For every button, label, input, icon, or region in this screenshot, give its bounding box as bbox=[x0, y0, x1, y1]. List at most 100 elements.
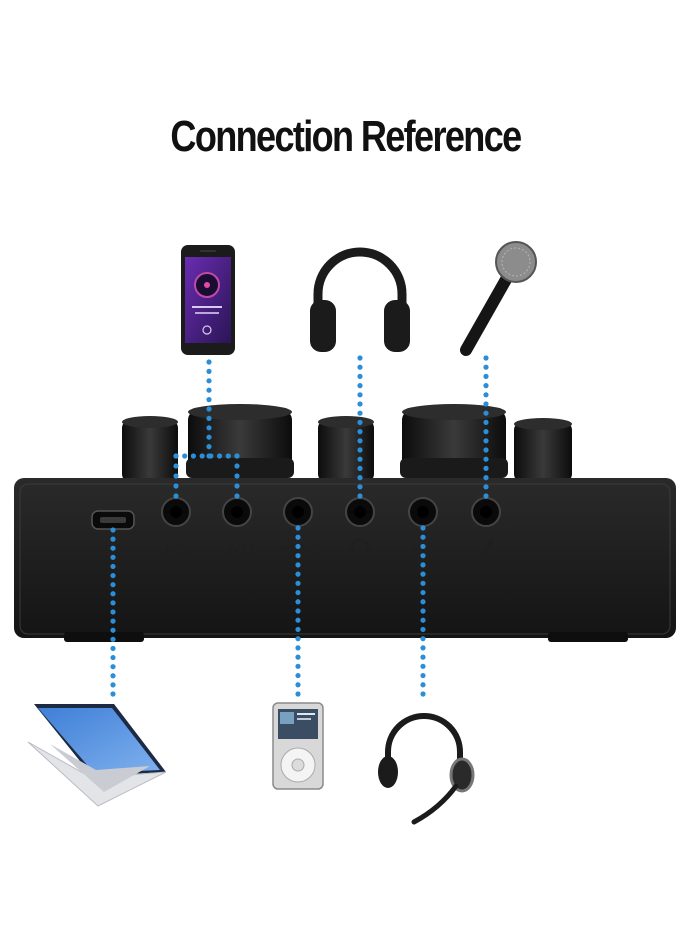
microphone-to-jack-dot bbox=[483, 419, 489, 425]
laptop-to-dc-dot bbox=[110, 545, 116, 551]
phone-to-live-dot bbox=[173, 483, 179, 489]
headphones-to-jack-dot bbox=[357, 355, 363, 361]
mp3-to-music-dot bbox=[295, 589, 301, 596]
mp3-to-music-dot bbox=[295, 645, 301, 651]
mp3-to-music-dot bbox=[295, 599, 301, 605]
headphones-icon bbox=[310, 247, 410, 352]
headset-to-mic-dot bbox=[420, 589, 426, 596]
phone-to-live-dot bbox=[206, 368, 212, 374]
live1-jack[interactable] bbox=[161, 497, 191, 527]
phone-to-live-dot bbox=[206, 397, 212, 403]
phone-to-live-dot bbox=[206, 406, 212, 412]
phone-to-live-dot bbox=[225, 453, 231, 459]
microphone-to-jack-dot bbox=[483, 484, 489, 490]
phone-to-live-dot bbox=[234, 463, 240, 469]
microphone-to-jack-dot bbox=[483, 447, 489, 453]
headphones-to-jack-dot bbox=[357, 364, 363, 370]
microphone-to-jack-dot bbox=[483, 373, 489, 379]
headset-to-mic-dot bbox=[420, 645, 426, 651]
mp3-to-music-dot bbox=[295, 672, 301, 679]
phone-to-live-dot bbox=[206, 359, 212, 365]
sound-card-body bbox=[14, 478, 676, 642]
phone-to-live-dot bbox=[173, 473, 179, 479]
microphone-to-jack-dot bbox=[483, 410, 489, 416]
headset-to-mic-dot bbox=[420, 525, 426, 531]
laptop-to-dc-dot bbox=[110, 618, 116, 624]
microphone-to-jack-dot bbox=[483, 429, 489, 435]
handheld-microphone-icon bbox=[460, 241, 537, 356]
laptop-to-dc-dot bbox=[110, 536, 116, 542]
microphone-to-jack-dot bbox=[483, 392, 489, 398]
live2-jack[interactable] bbox=[222, 497, 252, 527]
mp3-to-music-dot bbox=[295, 663, 301, 669]
headset-to-mic-dot bbox=[420, 543, 426, 550]
knob-live-volume[interactable] bbox=[186, 404, 294, 478]
mp3-to-music-dot bbox=[295, 525, 301, 531]
page-title: Connection Reference bbox=[170, 112, 522, 161]
headphone-jack[interactable] bbox=[345, 497, 375, 527]
headphones-to-jack-dot bbox=[357, 410, 363, 416]
headset-to-mic-dot bbox=[420, 534, 426, 540]
mp3-to-music-dot bbox=[295, 553, 301, 559]
phone-to-live-dot bbox=[234, 453, 240, 459]
phone-to-live-dot bbox=[190, 453, 197, 459]
phone-to-live-dot bbox=[173, 493, 179, 499]
mic-port-icon bbox=[480, 540, 494, 557]
smartphone-icon bbox=[181, 245, 235, 355]
headset-to-mic-dot bbox=[420, 691, 426, 697]
dc-port[interactable] bbox=[91, 510, 135, 530]
connector-lines bbox=[110, 355, 489, 697]
phone-to-live-dot bbox=[206, 425, 212, 431]
laptop-to-dc-dot bbox=[110, 582, 116, 588]
headset-to-mic-dot bbox=[420, 626, 426, 633]
knob-left[interactable] bbox=[122, 416, 178, 482]
mp3-to-music-dot bbox=[295, 691, 301, 697]
headset-to-mic-dot bbox=[420, 562, 426, 568]
headphones-to-jack-dot bbox=[357, 447, 363, 453]
headphones-to-jack-dot bbox=[357, 419, 363, 425]
microphone-to-jack-dot bbox=[483, 383, 489, 389]
phone-to-live-dot bbox=[199, 453, 205, 459]
laptop-to-dc-dot bbox=[110, 554, 116, 560]
headphones-to-jack-dot bbox=[357, 475, 363, 481]
mp3-to-music-dot bbox=[295, 543, 301, 550]
microphone-jack[interactable] bbox=[471, 497, 501, 527]
microphone-to-jack-dot bbox=[483, 401, 489, 407]
headset-to-mic-dot bbox=[420, 663, 426, 669]
headset-to-mic-dot bbox=[420, 580, 426, 586]
headset-to-mic-dot bbox=[420, 571, 426, 577]
headset-mic-jack[interactable] bbox=[408, 497, 438, 527]
phone-to-live-dot bbox=[182, 453, 188, 459]
microphone-to-jack-dot bbox=[483, 465, 489, 471]
headphones-to-jack-dot bbox=[357, 383, 363, 389]
mp3-to-music-dot bbox=[295, 626, 301, 633]
mp3-to-music-dot bbox=[295, 534, 301, 540]
laptop-to-dc-dot bbox=[110, 636, 116, 642]
knob-right[interactable] bbox=[514, 418, 572, 482]
headset-to-mic-dot bbox=[420, 636, 426, 642]
phone-to-live-dot bbox=[234, 473, 240, 479]
mp3-to-music-dot bbox=[295, 682, 301, 688]
headset-to-mic-dot bbox=[420, 654, 426, 660]
mp3-to-music-dot bbox=[295, 636, 301, 642]
phone-to-live-dot bbox=[206, 378, 212, 384]
headset-to-mic-dot bbox=[420, 608, 426, 614]
headphones-to-jack-dot bbox=[357, 429, 363, 435]
laptop-to-dc-dot bbox=[110, 563, 116, 570]
phone-to-live-dot bbox=[234, 483, 240, 489]
mp3-to-music-dot bbox=[295, 571, 301, 577]
laptop-to-dc-dot bbox=[110, 627, 116, 633]
phone-to-live-dot bbox=[234, 493, 240, 499]
headphones-to-jack-dot bbox=[357, 438, 363, 444]
knob-center[interactable] bbox=[318, 416, 374, 482]
laptop-to-dc-dot bbox=[110, 572, 116, 579]
headset-mic-label: MIC bbox=[411, 543, 434, 556]
music-jack[interactable] bbox=[283, 497, 313, 527]
phone-to-live-dot bbox=[206, 387, 212, 393]
music-label: MUSIC bbox=[280, 543, 320, 556]
laptop-to-dc-dot bbox=[110, 673, 116, 679]
laptop-to-dc-dot bbox=[110, 682, 116, 688]
knob-mic-volume[interactable] bbox=[400, 404, 508, 478]
headset-icon bbox=[378, 713, 475, 825]
phone-to-live-dot bbox=[206, 444, 212, 450]
